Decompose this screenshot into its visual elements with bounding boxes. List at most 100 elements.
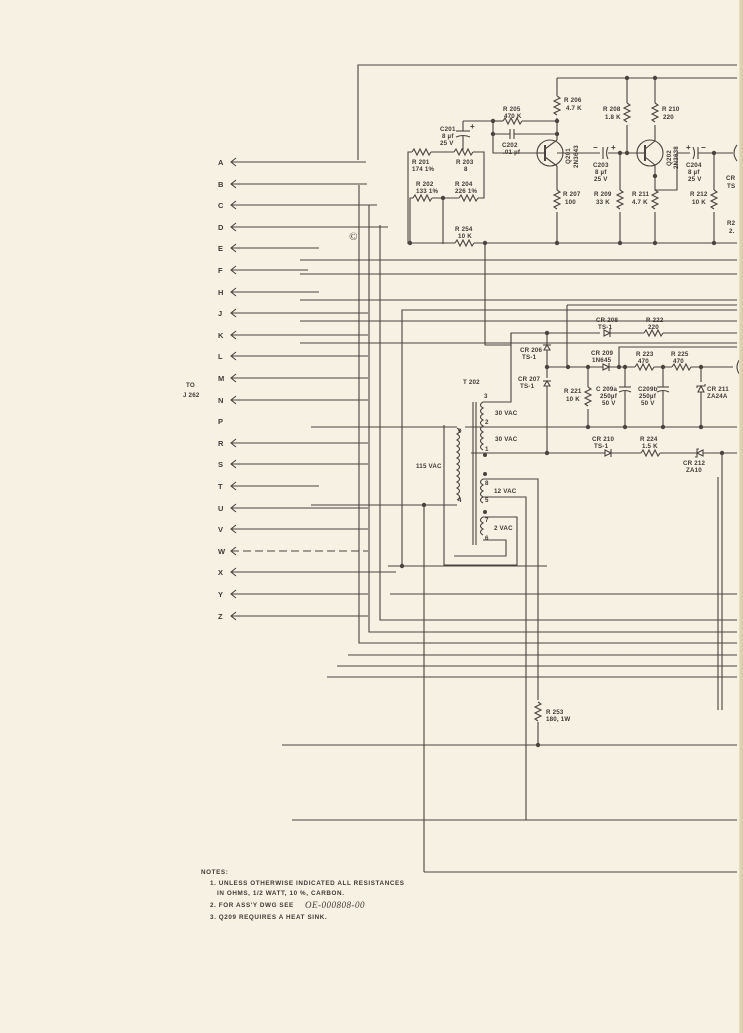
t202-tap-7: 7 bbox=[485, 517, 489, 524]
r205-resistor bbox=[502, 116, 523, 126]
c203-minus-sign: − bbox=[593, 143, 598, 152]
r208-value: 1.8 K bbox=[605, 114, 621, 121]
r253-resistor bbox=[533, 701, 543, 722]
pin-label-V: V bbox=[218, 525, 223, 534]
note-1-line-1: 1. UNLESS OTHERWISE INDICATED ALL RESIST… bbox=[210, 880, 405, 887]
r212-ref: R 212 bbox=[690, 191, 708, 198]
r203-ref: R 203 bbox=[456, 159, 474, 166]
cr212-zener bbox=[695, 449, 704, 457]
r212-value: 10 K bbox=[692, 199, 706, 206]
c204-value: 8 µf bbox=[688, 169, 700, 176]
t202-secondary-2vac bbox=[479, 516, 485, 536]
r224-resistor bbox=[640, 448, 661, 458]
r209-ref: R 209 bbox=[594, 191, 612, 198]
notes-block: NOTES: 1. UNLESS OTHERWISE INDICATED ALL… bbox=[201, 869, 405, 921]
cr207-ref: CR 207 bbox=[518, 376, 541, 383]
r210-resistor bbox=[650, 102, 660, 123]
r225-ref: R 225 bbox=[671, 351, 689, 358]
q202-ref: Q202 bbox=[666, 150, 673, 166]
cr206-diode bbox=[543, 343, 551, 351]
pin-label-S: S bbox=[218, 460, 223, 469]
r222-ref: R 222 bbox=[646, 317, 664, 324]
pin-label-R: R bbox=[218, 439, 224, 448]
r203-value: 8 bbox=[464, 166, 468, 173]
pin-label-N: N bbox=[218, 396, 224, 405]
r222-value: 220 bbox=[648, 324, 659, 331]
pin-label-J: J bbox=[218, 309, 222, 318]
r208-ref: R 208 bbox=[603, 106, 621, 113]
c204-minus-sign: − bbox=[701, 143, 706, 152]
r223-value: 470 bbox=[638, 358, 649, 365]
r203-potentiometer bbox=[453, 147, 474, 157]
pin-label-A: A bbox=[218, 158, 224, 167]
r208-resistor bbox=[622, 102, 632, 123]
t202-sec4-label: 2 VAC bbox=[494, 525, 513, 532]
t202-ref: T 202 bbox=[463, 379, 480, 386]
cr208-type: TS-1 bbox=[598, 324, 613, 331]
pin-label-D: D bbox=[218, 223, 224, 232]
c203-plus-sign: + bbox=[611, 143, 616, 152]
pencil-mark: © bbox=[349, 231, 358, 243]
bus-wiring bbox=[282, 185, 737, 873]
c209b-voltage: 50 V bbox=[641, 400, 655, 407]
t202-sec2-label: 30 VAC bbox=[495, 436, 518, 443]
r204-value: 226 1% bbox=[455, 188, 477, 195]
r202-resistor bbox=[412, 193, 433, 203]
pin-label-Y: Y bbox=[218, 590, 223, 599]
r221-ref: R 221 bbox=[564, 388, 582, 395]
t202-primary-115vac bbox=[455, 427, 461, 501]
pin-label-X: X bbox=[218, 568, 223, 577]
pin-label-P: P bbox=[218, 417, 223, 426]
pin-label-E: E bbox=[218, 244, 223, 253]
c209a-value: 250µf bbox=[600, 393, 618, 400]
r224-value: 1.5 K bbox=[642, 443, 658, 450]
note-1-line-2: IN OHMS, 1/2 WATT, 10 %, CARBON. bbox=[217, 890, 345, 897]
t202-tap-5: 5 bbox=[485, 497, 489, 504]
c209b-ref: C209b bbox=[638, 386, 658, 393]
edge-fragment-cr: CR bbox=[726, 175, 736, 182]
pin-label-M: M bbox=[218, 374, 224, 383]
r221-value: 10 K bbox=[566, 396, 580, 403]
r202-ref: R 202 bbox=[416, 181, 434, 188]
q201-type: 2N3643 bbox=[573, 145, 580, 168]
t202-sec3-label: 12 VAC bbox=[494, 488, 517, 495]
pin-label-F: F bbox=[218, 266, 223, 275]
t202-tap-3: 3 bbox=[484, 393, 488, 400]
r212-resistor bbox=[709, 189, 719, 210]
r206-resistor bbox=[552, 95, 562, 116]
note-2-drawing-number: OE-000808-00 bbox=[305, 900, 365, 910]
cr209-ref: CR 209 bbox=[591, 350, 614, 357]
r254-resistor bbox=[454, 238, 475, 248]
r254-value: 10 K bbox=[458, 233, 472, 240]
r207-ref: R 207 bbox=[563, 191, 581, 198]
r204-resistor bbox=[458, 193, 479, 203]
pin-label-U: U bbox=[218, 504, 224, 513]
r211-value: 4.7 K bbox=[632, 199, 648, 206]
notes-title: NOTES: bbox=[201, 869, 228, 876]
pin-label-T: T bbox=[218, 482, 223, 491]
t202-primary-label: 115 VAC bbox=[416, 463, 442, 470]
r222-resistor bbox=[643, 328, 664, 338]
page-edge bbox=[739, 0, 743, 1033]
r206-ref: R 206 bbox=[564, 97, 582, 104]
r204-ref: R 204 bbox=[455, 181, 473, 188]
q202-transistor bbox=[636, 139, 664, 167]
r206-value: 4.7 K bbox=[566, 105, 582, 112]
cr209-type: 1N645 bbox=[592, 357, 612, 364]
r211-ref: R 211 bbox=[632, 191, 650, 198]
edge-fragment-r2: R2 bbox=[727, 220, 736, 227]
t202-tap-4: 4 bbox=[458, 497, 462, 504]
r201-value: 174 1% bbox=[412, 166, 434, 173]
c202-ref: C202 bbox=[502, 142, 518, 149]
r224-ref: R 224 bbox=[640, 436, 658, 443]
r201-ref: R 201 bbox=[412, 159, 430, 166]
cr207-type: TS-1 bbox=[520, 383, 535, 390]
c203-value: 8 µf bbox=[595, 169, 607, 176]
c201-ref: C201 bbox=[440, 126, 456, 133]
r209-resistor bbox=[615, 189, 625, 210]
c204-plus-sign: + bbox=[686, 143, 691, 152]
c201-voltage: 25 V bbox=[440, 140, 454, 147]
